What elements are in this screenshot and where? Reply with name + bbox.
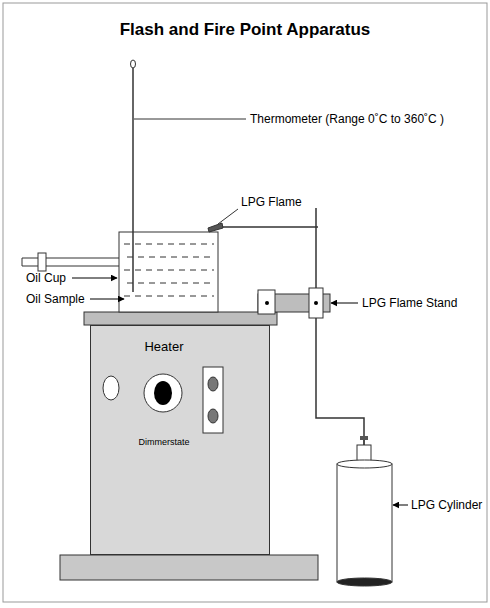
dimmer-label: Dimmerstate <box>138 436 189 448</box>
cylinder-bottom <box>337 578 392 586</box>
switch-panel <box>203 367 223 433</box>
cylinder-valve <box>357 445 371 462</box>
flame-label: LPG Flame <box>241 195 302 209</box>
cup-handle <box>22 258 23 266</box>
gas-tube <box>222 226 318 228</box>
dimmer-knob <box>154 381 172 405</box>
clamp-screw <box>265 301 269 305</box>
base-plate <box>60 555 318 580</box>
flame-leader <box>218 209 238 224</box>
oil-cup-label: Oil Cup <box>26 271 66 285</box>
oil-dash-row <box>124 270 214 271</box>
flame-nozzle <box>208 223 223 232</box>
heater-label: Heater <box>144 339 183 355</box>
oil-dash-row <box>124 296 214 297</box>
heater-top-plate <box>84 312 277 325</box>
valve-stem <box>364 440 365 445</box>
frame-border <box>3 3 487 602</box>
switch-button <box>208 409 218 423</box>
sleeve-screw <box>314 301 318 305</box>
cylinder-leader <box>393 505 408 506</box>
stand-leader <box>331 303 358 304</box>
stand-clamp <box>258 290 275 314</box>
thermometer-leader <box>134 119 246 120</box>
thermometer-label: Thermometer (Range 0˚C to 360˚C ) <box>250 112 444 126</box>
handle-flange <box>38 253 46 271</box>
lpg-cylinder <box>337 464 392 582</box>
cup-handle <box>22 266 119 267</box>
cylinder-top <box>337 460 392 468</box>
flame-stand-label: LPG Flame Stand <box>362 296 457 310</box>
oil-dash-row <box>127 257 214 258</box>
oil-dash-row <box>127 283 214 284</box>
stand-sleeve <box>309 288 323 318</box>
diagram-title: Flash and Fire Point Apparatus <box>120 20 371 40</box>
heater-box: HeaterDimmerstate <box>90 325 270 555</box>
sample-leader <box>90 299 124 300</box>
indicator-lamp <box>103 376 119 400</box>
dimmer-dial <box>144 374 182 412</box>
oil-sample-label: Oil Sample <box>26 292 85 306</box>
cup-leader <box>72 278 117 279</box>
oil-sample-dashes <box>124 244 214 296</box>
oil-dash-row <box>124 244 214 245</box>
valve-knob <box>360 436 368 440</box>
switch-button <box>208 377 218 391</box>
oil-cup <box>119 232 218 312</box>
thermometer-stem <box>132 66 134 292</box>
thermometer-top <box>131 60 136 68</box>
cylinder-label: LPG Cylinder <box>411 498 482 512</box>
cup-handle <box>22 258 119 259</box>
heater-body <box>90 325 270 555</box>
gas-pipe <box>316 318 364 445</box>
